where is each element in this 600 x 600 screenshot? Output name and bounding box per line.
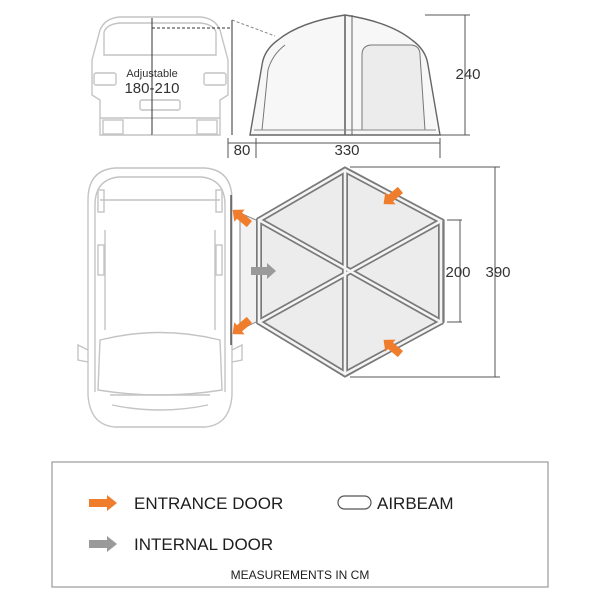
legend-airbeam-icon [337,495,372,510]
entrance-arrow-top-right [383,186,403,205]
gap-dimension-label: 80 [234,142,251,159]
height-dimension [425,14,470,136]
entrance-arrow-bottom-right [383,339,403,358]
entrance-door-arrows [232,186,403,358]
legend-internal-label: INTERNAL DOOR [134,535,273,554]
inner-dimension-label: 200 [445,264,470,281]
legend-airbeam-label: AIRBEAM [377,494,454,513]
tent-side-view [249,14,441,136]
width-dimension-label: 330 [334,142,359,159]
depth-dimension [350,166,500,378]
height-dimension-label: 240 [455,66,480,83]
adjustable-label: Adjustable [126,68,177,80]
adjustable-range: 180-210 [124,80,179,97]
van-tailgate-lines [151,18,276,136]
entrance-arrow-top-left [232,209,252,228]
van-top-view [77,167,243,428]
legend-internal-arrow-icon [89,536,117,552]
measurements-note: MEASUREMENTS IN CM [231,568,370,582]
van-rear-view [91,16,229,136]
width-dimension [227,138,441,158]
legend-entrance-arrow-icon [89,495,117,511]
legend-entrance-label: ENTRANCE DOOR [134,494,283,513]
entrance-arrow-bottom-left [232,316,252,335]
legend-box [51,461,549,588]
internal-door-arrow [251,263,276,279]
inner-dimension [447,219,462,323]
depth-dimension-label: 390 [485,264,510,281]
